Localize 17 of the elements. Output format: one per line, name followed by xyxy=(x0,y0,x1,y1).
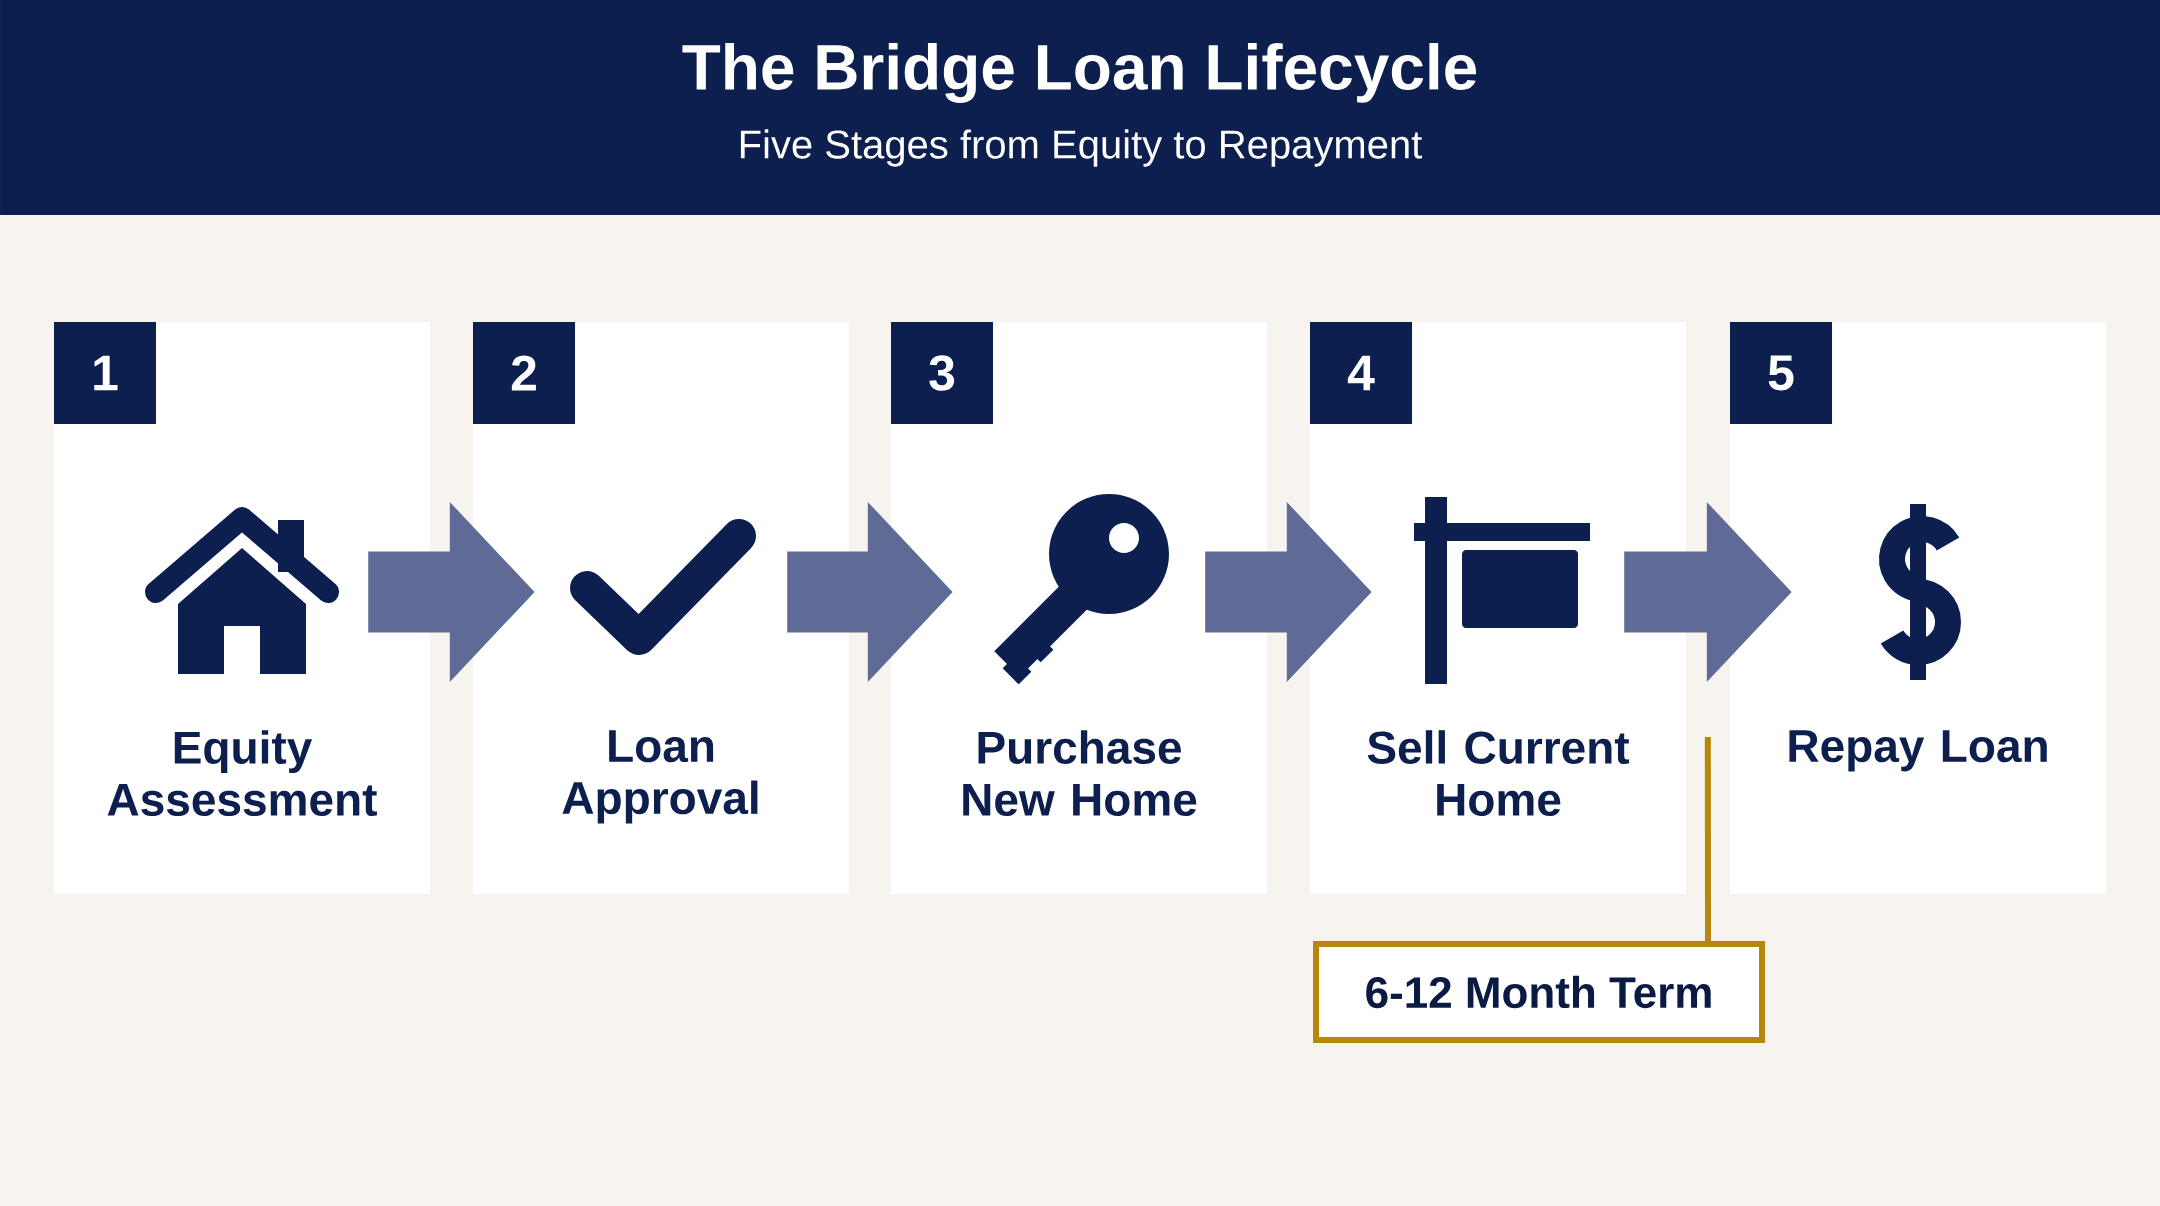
step-number-badge: 3 xyxy=(891,322,993,424)
step-label: Sell Current Home xyxy=(1367,730,1630,816)
step-label: Repay Loan xyxy=(1789,730,2047,772)
leader-line xyxy=(1704,737,1711,941)
step-label: Equity Assessment xyxy=(107,730,377,816)
step-card xyxy=(54,322,430,894)
step-label: Loan Approval xyxy=(562,730,758,824)
step-number-badge: 1 xyxy=(54,322,156,424)
step-card xyxy=(1730,322,2106,894)
step-number-badge: 4 xyxy=(1310,322,1412,424)
step-card xyxy=(473,322,849,894)
step-number-badge: 5 xyxy=(1730,322,1832,424)
term-box: 6-12 Month Term xyxy=(1313,941,1765,1043)
step-number-badge: 2 xyxy=(473,322,575,424)
subtitle: Five Stages from Equity to Repayment xyxy=(740,129,1422,167)
step-label: Purchase New Home xyxy=(963,730,1197,816)
title: The Bridge Loan Lifecycle xyxy=(682,43,1477,103)
